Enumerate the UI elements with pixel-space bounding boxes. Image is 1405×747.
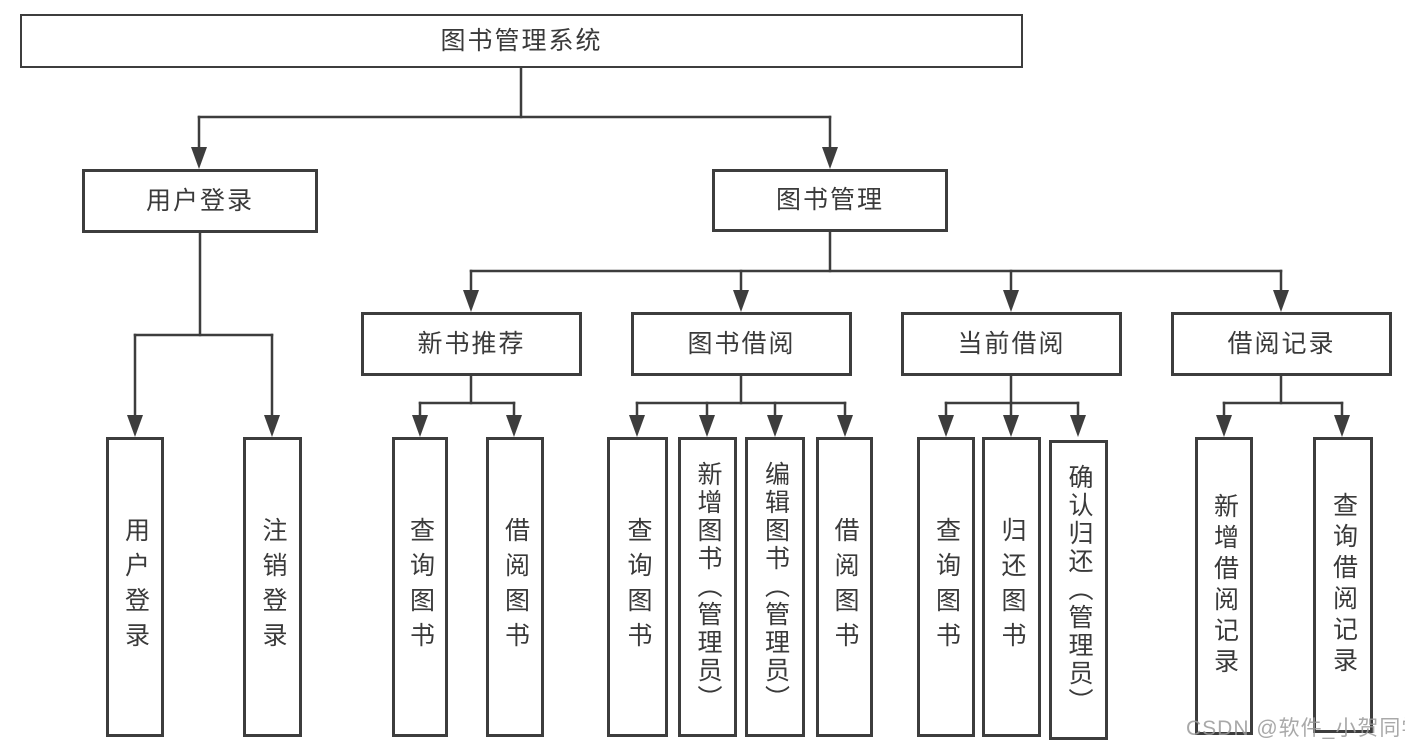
leaf-user-login-label: 用户登录 [121,517,150,657]
csdn-watermark: CSDN @软件_小贺同学 [1186,717,1405,740]
leaf-add-book-admin-label: 新增图书（管理员） [694,461,722,713]
leaf-query-book-2-label: 查询图书 [624,517,652,657]
node-new-book-recommend: 新书推荐 [361,312,582,376]
node-book-management-label: 图书管理 [775,186,884,214]
leaf-user-login: 用户登录 [106,437,164,737]
node-borrow-records-label: 借阅记录 [1227,329,1336,358]
leaf-logout: 注销登录 [243,437,302,737]
leaf-confirm-return-admin: 确认归还（管理员） [1049,440,1108,740]
leaf-edit-book-admin-label: 编辑图书（管理员） [761,461,790,713]
leaf-query-borrow-record-label: 查询借阅记录 [1329,492,1358,678]
leaf-borrow-book-2: 借阅图书 [816,437,873,737]
leaf-query-book-1-label: 查询图书 [406,517,435,657]
node-root: 图书管理系统 [20,14,1023,68]
node-book-borrow-label: 图书借阅 [687,329,796,358]
leaf-borrow-book-1-label: 借阅图书 [501,517,530,657]
node-root-label: 图书管理系统 [440,26,603,55]
node-current-borrow: 当前借阅 [901,312,1122,376]
node-book-management: 图书管理 [712,169,948,232]
leaf-query-book-3-label: 查询图书 [932,517,961,657]
node-book-borrow: 图书借阅 [631,312,852,376]
leaf-query-borrow-record: 查询借阅记录 [1313,437,1373,733]
leaf-add-borrow-record-label: 新增借阅记录 [1210,493,1239,679]
leaf-add-book-admin: 新增图书（管理员） [678,437,737,737]
leaf-borrow-book-1: 借阅图书 [486,437,544,737]
leaf-query-book-3: 查询图书 [917,437,975,737]
leaf-query-book-1: 查询图书 [392,437,448,737]
leaf-return-book-label: 归还图书 [998,517,1026,657]
leaf-logout-label: 注销登录 [259,517,287,657]
leaf-borrow-book-2-label: 借阅图书 [831,517,859,657]
node-new-book-recommend-label: 新书推荐 [417,329,526,358]
node-user-login: 用户登录 [82,169,318,233]
leaf-confirm-return-admin-label: 确认归还（管理员） [1065,464,1093,716]
leaf-return-book: 归还图书 [982,437,1041,737]
leaf-edit-book-admin: 编辑图书（管理员） [745,437,805,737]
node-current-borrow-label: 当前借阅 [957,329,1066,358]
node-borrow-records: 借阅记录 [1171,312,1392,376]
node-user-login-label: 用户登录 [145,186,254,215]
leaf-query-book-2: 查询图书 [607,437,668,737]
leaf-add-borrow-record: 新增借阅记录 [1195,437,1253,735]
